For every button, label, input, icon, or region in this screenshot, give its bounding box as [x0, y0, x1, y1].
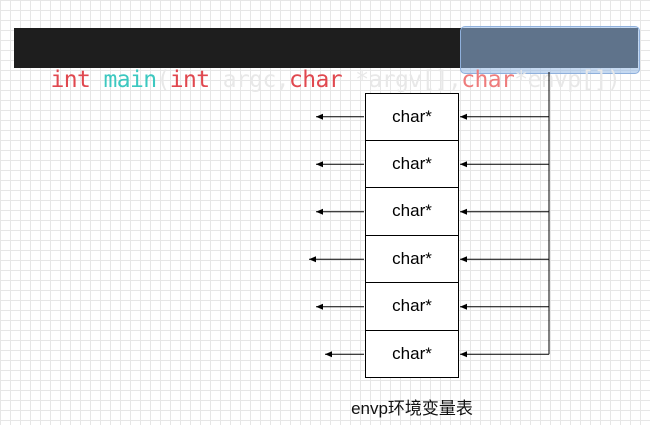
pointer-cell: char* — [365, 235, 459, 283]
code-token: main — [103, 67, 158, 93]
code-token: char — [461, 67, 515, 93]
main-function-signature: int main(int argc,char *argv[],char*envp… — [24, 32, 621, 96]
code-token: *envp[]) — [514, 67, 621, 93]
pointer-cell: char* — [365, 93, 459, 141]
pointer-cell: char* — [365, 283, 459, 331]
pointer-cell: char* — [365, 140, 459, 188]
code-token: int — [50, 67, 91, 93]
table-caption: envp环境变量表 — [351, 399, 473, 418]
code-token: int — [169, 67, 210, 93]
code-token: argc, — [209, 67, 290, 93]
code-token: ( — [156, 67, 171, 93]
envp-pointer-array: char* char* char* char* char* char* — [365, 93, 459, 378]
code-token: char — [288, 67, 343, 93]
envp-selection-highlight — [460, 26, 640, 74]
pointer-cell: char* — [365, 330, 459, 378]
pointer-cell: char* — [365, 188, 459, 236]
code-token: *argv[], — [341, 67, 462, 93]
